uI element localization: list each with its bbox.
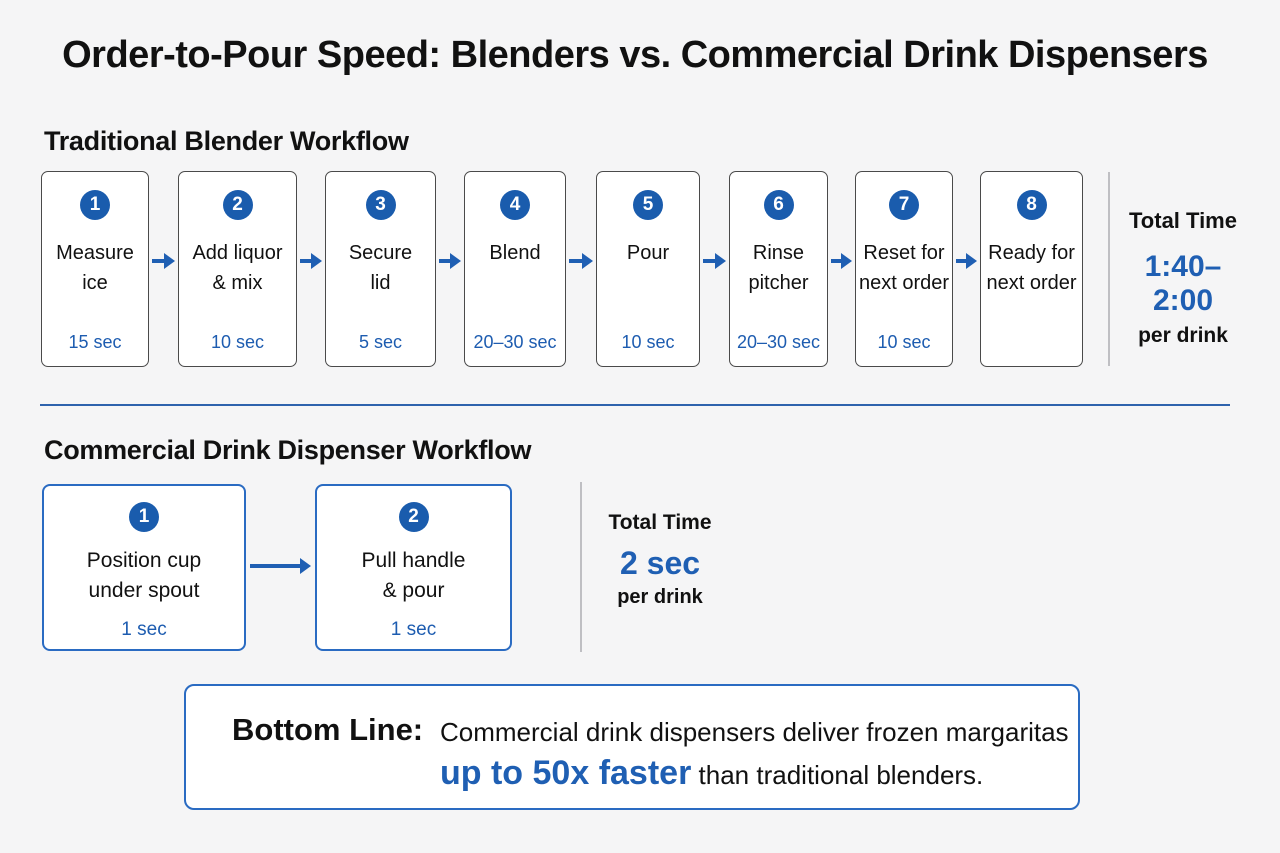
- step-label: Pour: [626, 242, 670, 264]
- dispenser-total-value: 2 sec: [619, 545, 701, 581]
- dispenser-total-unit: per drink: [617, 586, 703, 608]
- step-label: Measure ice: [56, 242, 134, 294]
- step-label: Blend: [489, 242, 541, 264]
- right-arrow-icon: [569, 253, 593, 269]
- blender-section-title: Traditional Blender Workflow: [44, 126, 409, 156]
- page-title: Order-to-Pour Speed: Blenders vs. Commer…: [62, 34, 1208, 76]
- blender-total-value: 1:40–2:00: [1144, 250, 1222, 317]
- blender-total-divider: [1108, 172, 1110, 366]
- step-number-badge: 8: [1016, 190, 1047, 220]
- step-label: Reset for next order: [858, 242, 950, 294]
- step-time: 20–30 sec: [473, 332, 557, 352]
- step-number-badge: 1: [129, 502, 159, 532]
- step-number-badge: 7: [889, 190, 919, 220]
- step-time: 10 sec: [210, 332, 265, 352]
- right-arrow-icon: [956, 253, 977, 269]
- bottom-line-text: Commercial drink dispensers deliver froz…: [440, 717, 1069, 747]
- dispenser-total: Total Time 2 sec per drink: [600, 511, 720, 609]
- step-label: Ready for next order: [986, 242, 1077, 294]
- step-label: Secure lid: [348, 242, 413, 294]
- step-time: 10 sec: [621, 332, 675, 352]
- right-arrow-icon: [300, 253, 322, 269]
- step-number-badge: 2: [398, 502, 429, 532]
- step-number-badge: 4: [500, 190, 530, 220]
- step-time: 1 sec: [390, 619, 437, 640]
- bottom-line-box: Bottom Line: Commercial drink dispensers…: [184, 684, 1080, 810]
- step-time: 5 sec: [358, 332, 403, 352]
- bottom-line-rest: than traditional blenders.: [691, 760, 984, 790]
- step-number-badge: 1: [80, 190, 110, 220]
- step-label: Add liquor & mix: [192, 242, 283, 294]
- step-number-badge: 6: [763, 190, 794, 220]
- dispenser-total-label: Total Time: [608, 511, 712, 534]
- dispenser-total-divider: [580, 482, 582, 652]
- right-arrow-icon: [152, 253, 175, 269]
- dispenser-section-title: Commercial Drink Dispenser Workflow: [44, 435, 532, 465]
- step-time: 1 sec: [121, 619, 167, 640]
- blender-total: Total Time 1:40–2:00 per drink: [1116, 208, 1250, 348]
- right-arrow-icon: [439, 253, 461, 269]
- right-arrow-icon: [831, 253, 852, 269]
- step-number-badge: 3: [365, 190, 396, 220]
- step-number-badge: 5: [633, 190, 663, 220]
- bottom-line-second-line: up to 50x faster than traditional blende…: [440, 754, 983, 793]
- step-time: 20–30 sec: [736, 332, 821, 352]
- bottom-line-label: Bottom Line:: [232, 712, 424, 747]
- step-label: Position cup under spout: [86, 549, 202, 602]
- step-time: 10 sec: [877, 332, 931, 352]
- step-label: Rinse pitcher: [748, 242, 809, 294]
- right-arrow-icon: [250, 558, 311, 574]
- section-divider: [40, 404, 1230, 406]
- blender-total-label: Total Time: [1129, 208, 1237, 233]
- step-label: Pull handle & pour: [361, 549, 466, 602]
- blender-total-unit: per drink: [1138, 324, 1228, 347]
- right-arrow-icon: [703, 253, 726, 269]
- step-time: 15 sec: [68, 332, 122, 352]
- bottom-line-emphasis: up to 50x faster: [440, 754, 692, 792]
- step-number-badge: 2: [222, 190, 253, 220]
